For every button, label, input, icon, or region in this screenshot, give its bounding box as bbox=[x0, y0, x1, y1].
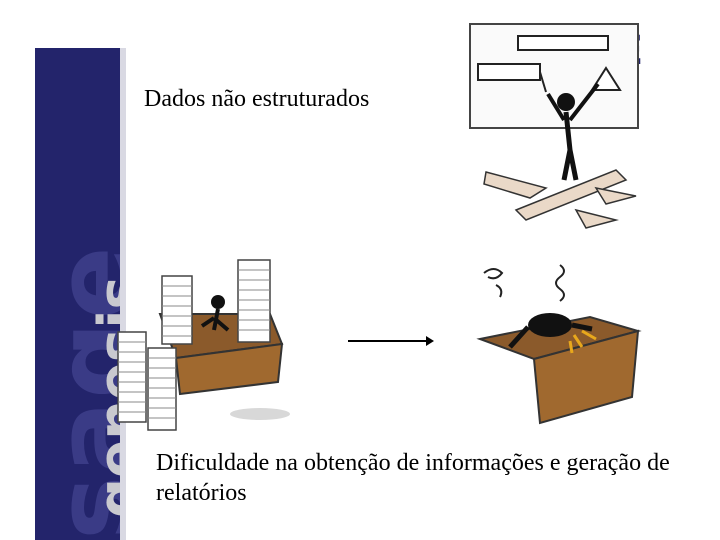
frustrated-person-on-desk-icon bbox=[476, 264, 642, 425]
arrow-right-icon bbox=[348, 336, 434, 346]
person-presenting-with-chart-icon bbox=[469, 23, 639, 229]
sidebar-shadow bbox=[120, 48, 126, 540]
person-at-desk-with-paper-stacks-icon bbox=[117, 259, 290, 431]
unstructured-data-text: Dados não estruturados bbox=[144, 86, 370, 112]
difficulty-text: Dificuldade na obtenção de informações e… bbox=[156, 450, 670, 506]
sidebar-logo-band: sage genesis bbox=[35, 48, 120, 540]
